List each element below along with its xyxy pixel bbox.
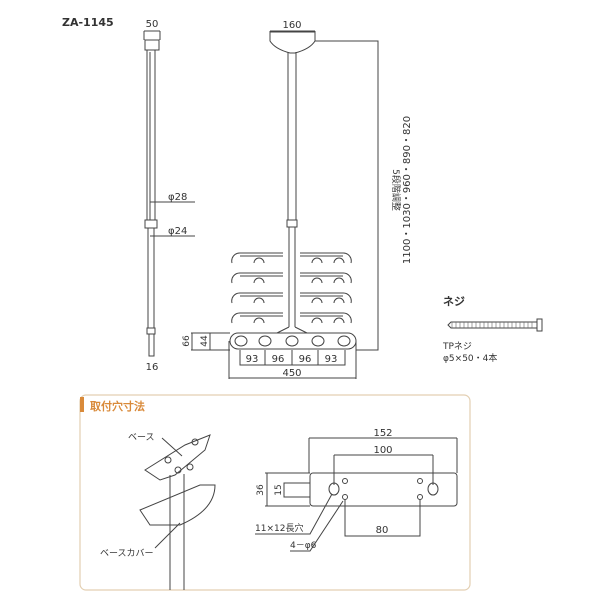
height-values: 1100・1030・960・890・820 <box>402 116 413 264</box>
width-holes-label: 100 <box>373 445 392 456</box>
spacing-2: 96 <box>272 354 285 365</box>
model-number: ZA-1145 <box>62 16 114 29</box>
slot-label: 11×12長穴 <box>255 522 303 534</box>
bar-height-inner: 44 <box>200 335 210 347</box>
base-label: ベース <box>128 433 155 443</box>
front-view: 160 5段階調整 1100・1030・960・890・820 66 44 93… <box>182 20 413 379</box>
hole-dimensions: 152 100 36 15 80 11×12長穴 4－φ6 <box>255 428 458 552</box>
base-cover-label: ベースカバー <box>100 548 154 559</box>
lower-spacing-label: 80 <box>376 525 389 536</box>
spacing-4: 93 <box>325 354 338 365</box>
screw-title: ネジ <box>443 295 465 308</box>
hanger-arms <box>231 252 352 324</box>
spacing-1: 93 <box>246 354 259 365</box>
mounting-panel: 取付穴寸法 ベース ベースカバー 152 100 36 15 80 11× <box>79 394 471 591</box>
total-width-label: 450 <box>282 368 301 379</box>
top-width-label: 50 <box>146 19 159 30</box>
screw-type: TPネジ <box>442 341 472 352</box>
base-illustration: ベース ベースカバー <box>100 433 216 590</box>
base-width-label: 160 <box>282 20 301 31</box>
width-outer-label: 152 <box>373 428 392 439</box>
bar-height-outer: 66 <box>182 335 192 347</box>
slot-height-label: 15 <box>274 484 284 495</box>
screw-section: ネジ TPネジ φ5×50・4本 <box>442 295 543 364</box>
hanger-bar <box>229 332 357 350</box>
lower-diameter-label: φ24 <box>168 226 187 237</box>
base-plate <box>309 472 458 507</box>
upper-diameter-label: φ28 <box>168 192 187 203</box>
screw-spec: φ5×50・4本 <box>443 352 497 364</box>
side-view: 50 φ28 φ24 16 <box>143 19 195 373</box>
height-adjust-label: 5段階調整 <box>390 169 402 211</box>
screw-icon <box>447 318 543 332</box>
mounting-title: 取付穴寸法 <box>90 399 145 413</box>
hole-label: 4－φ6 <box>290 541 317 551</box>
height-label: 36 <box>256 484 266 496</box>
bottom-width-label: 16 <box>146 362 159 373</box>
spacing-3: 96 <box>299 354 312 365</box>
